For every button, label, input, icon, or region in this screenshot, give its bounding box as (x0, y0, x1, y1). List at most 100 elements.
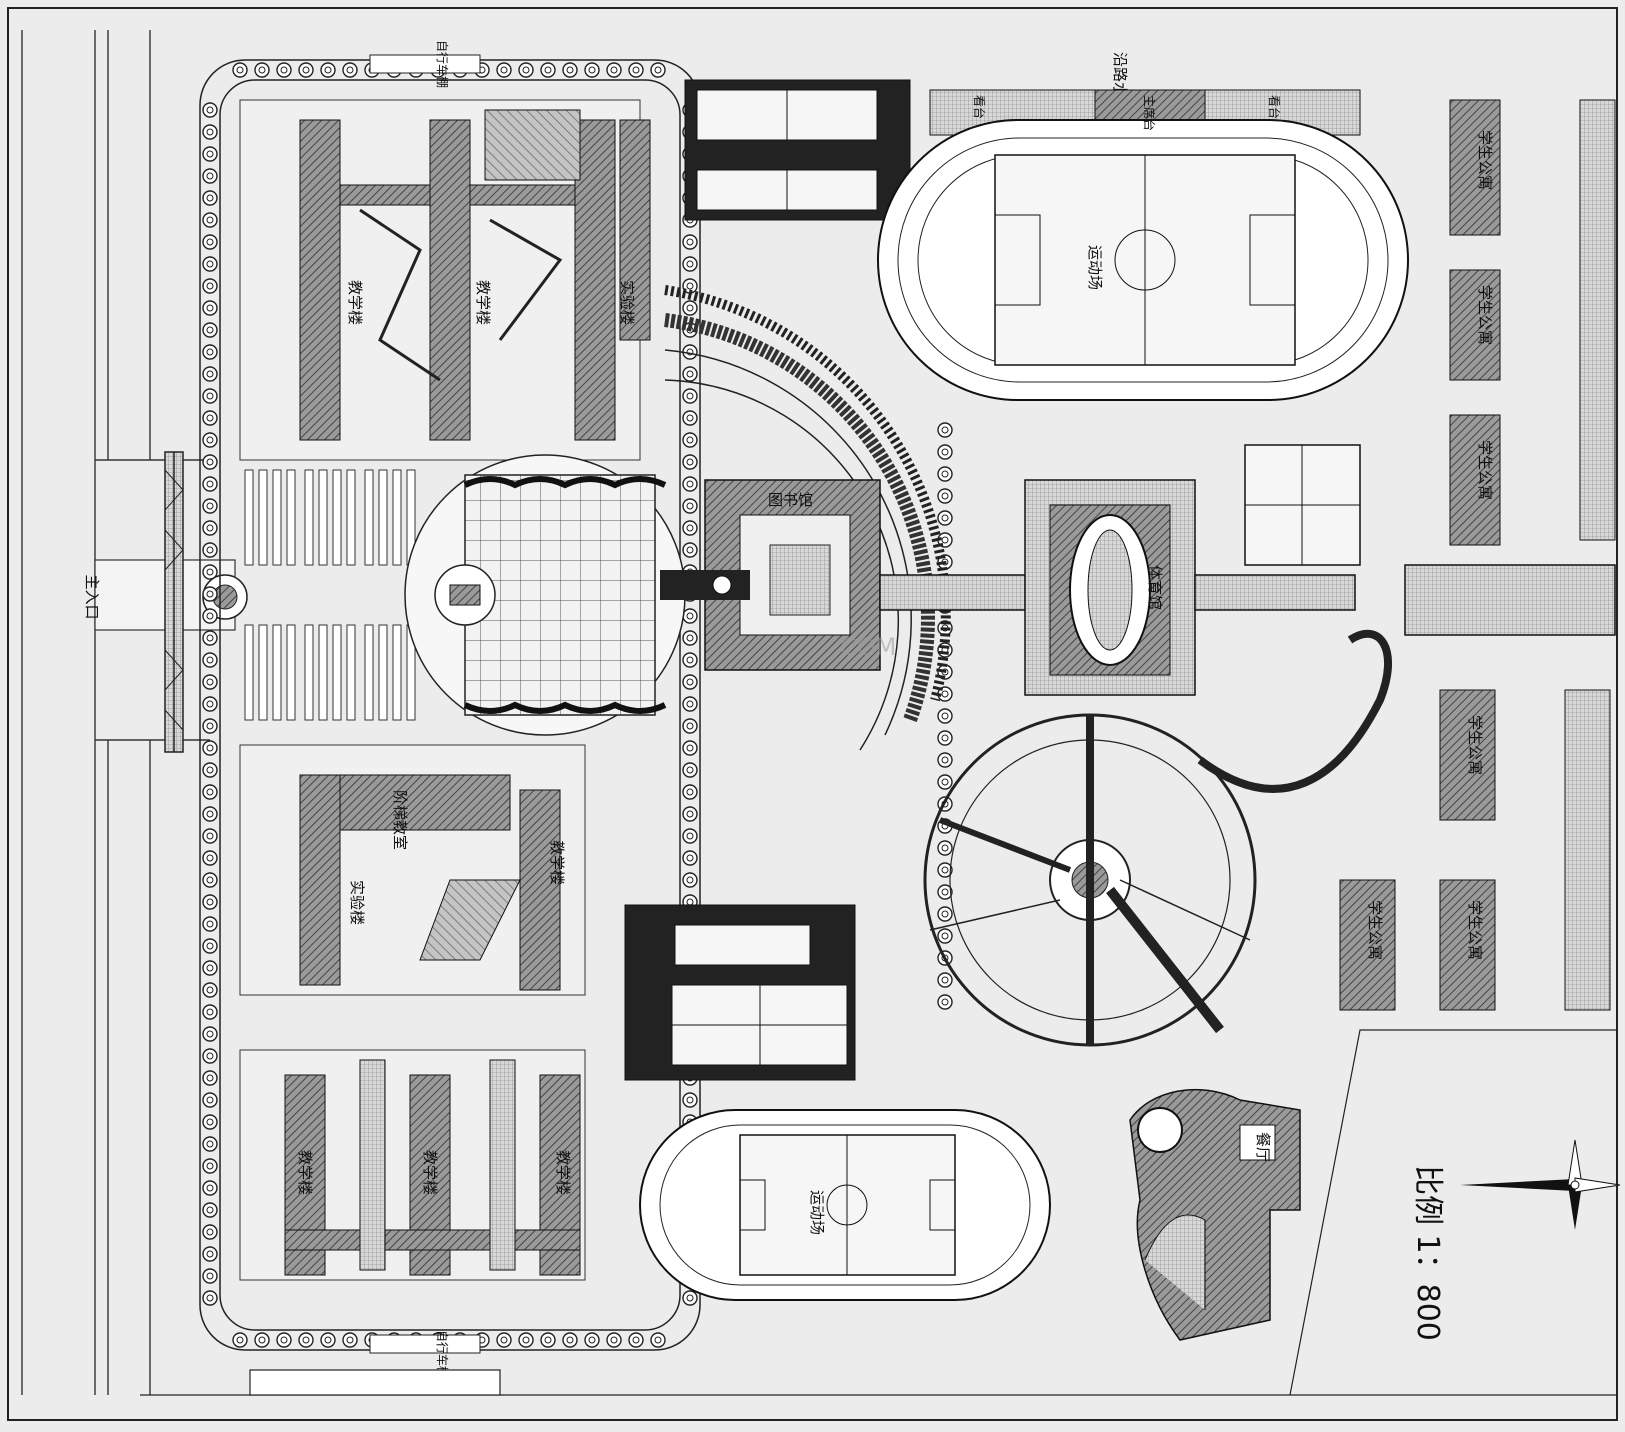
parking-stripe (244, 624, 254, 721)
parking-rows (244, 469, 416, 721)
tree-symbol (650, 1332, 666, 1348)
tree-symbol (682, 432, 698, 448)
tree-symbol (584, 62, 600, 78)
tree-symbol (202, 850, 218, 866)
tree-symbol (202, 168, 218, 184)
tree-symbol (202, 674, 218, 690)
tree-symbol (202, 1158, 218, 1174)
drawing-border (7, 7, 1618, 1421)
tree-symbol (682, 388, 698, 404)
tree-symbol (202, 806, 218, 822)
dorm-label-6: 学生公寓 (1466, 900, 1484, 960)
winding-path (1197, 629, 1392, 793)
tree-symbol (202, 586, 218, 602)
tree-symbol (202, 960, 218, 976)
lab-cluster-south (239, 744, 586, 996)
tree-symbol (202, 1202, 218, 1218)
main-entrance-plaza (94, 451, 248, 753)
tree-symbol (496, 1332, 512, 1348)
tree-symbol (202, 124, 218, 140)
tree-symbol (518, 62, 534, 78)
main-entrance-label: 主入口 (83, 574, 101, 619)
tree-symbol (202, 498, 218, 514)
tree-symbol (682, 300, 698, 316)
tree-symbol (937, 488, 953, 504)
parking-stripe (244, 469, 254, 566)
tree-symbol (937, 444, 953, 460)
dorm-label-4: 学生公寓 (1466, 715, 1484, 775)
tree-symbol (937, 642, 953, 658)
parking-stripe (346, 624, 356, 721)
teaching-building-label-1: 教学楼 (346, 280, 364, 325)
tree-symbol (202, 476, 218, 492)
tree-symbol (682, 806, 698, 822)
tree-symbol (202, 454, 218, 470)
tree-symbol (682, 542, 698, 558)
tree-symbol (937, 840, 953, 856)
tree-symbol (254, 62, 270, 78)
tree-symbol (202, 894, 218, 910)
tree-symbol (202, 542, 218, 558)
parking-stripe (332, 624, 342, 721)
parking-stripe (272, 624, 282, 721)
stand-label-west: 看台 (972, 95, 987, 119)
tree-symbol (232, 62, 248, 78)
tree-symbol (202, 212, 218, 228)
tree-symbol (682, 476, 698, 492)
teaching-building-label-6: 教学楼 (554, 1150, 572, 1195)
south-field-label: 运动场 (808, 1190, 826, 1235)
tree-symbol (562, 1332, 578, 1348)
tree-symbol (937, 752, 953, 768)
bike-shed-bottom (369, 1334, 481, 1354)
tree-symbol (202, 696, 218, 712)
library-building (660, 479, 881, 671)
teaching-building-label-5: 教学楼 (421, 1150, 439, 1195)
tree-symbol (202, 366, 218, 382)
tree-symbol (202, 520, 218, 536)
tree-symbol (937, 510, 953, 526)
tree-symbol (682, 1092, 698, 1108)
parking-stripe (258, 469, 268, 566)
tree-symbol (202, 1268, 218, 1284)
tree-symbol (202, 1290, 218, 1306)
tree-symbol (202, 916, 218, 932)
student-dorms-southeast (1339, 689, 1611, 1011)
tree-symbol (202, 872, 218, 888)
tree-symbol (584, 1332, 600, 1348)
tree-symbol (202, 938, 218, 954)
tree-symbol (202, 630, 218, 646)
parking-stripe (272, 469, 282, 566)
dorm-label-5: 学生公寓 (1366, 900, 1384, 960)
teaching-building-label-2: 教学楼 (474, 280, 492, 325)
dorm-label-3: 学生公寓 (1476, 440, 1494, 500)
courts-near-gymnasium (1244, 444, 1361, 566)
tree-symbol (320, 62, 336, 78)
tree-symbol (628, 62, 644, 78)
parking-stripe (304, 469, 314, 566)
tree-symbol (202, 564, 218, 580)
scale-label: 比例 1：800 (1410, 1165, 1445, 1341)
tree-symbol (232, 1332, 248, 1348)
watermark-text: COM (840, 633, 896, 661)
bike-shed-top-label: 自行车棚 (435, 40, 450, 88)
dining-hall-building (1129, 1088, 1301, 1341)
tree-symbol (540, 1332, 556, 1348)
tree-symbol (202, 1026, 218, 1042)
gymnasium-building (1024, 479, 1196, 696)
parking-stripe (392, 624, 402, 721)
tree-symbol (202, 718, 218, 734)
tree-symbol (606, 1332, 622, 1348)
parking-stripe (318, 469, 328, 566)
tree-symbol (937, 906, 953, 922)
tree-symbol (202, 1180, 218, 1196)
parking-stripe (364, 469, 374, 566)
tree-symbol (628, 1332, 644, 1348)
tree-symbol (540, 62, 556, 78)
tree-symbol (518, 1332, 534, 1348)
tree-symbol (202, 300, 218, 316)
tree-symbol (682, 410, 698, 426)
stand-label-east: 看台 (1267, 95, 1282, 119)
tree-symbol (202, 234, 218, 250)
tree-symbol (937, 730, 953, 746)
